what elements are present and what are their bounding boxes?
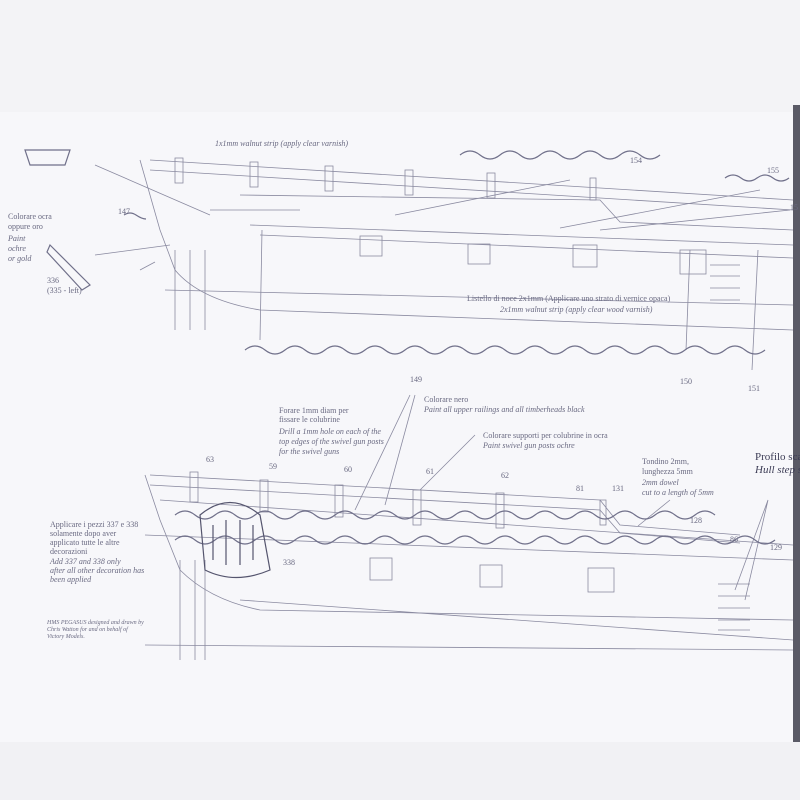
part-129: 129 (770, 543, 782, 552)
part-336: 336 (47, 276, 59, 285)
part-62: 62 (501, 471, 509, 480)
dowel-en-2: cut to a length of 5mm (642, 488, 714, 497)
paint-label-en-2: ochre (8, 244, 26, 253)
sheet-edge (793, 105, 800, 745)
part-81: 81 (576, 484, 584, 493)
apply-it-2: solamente dopo aver (50, 529, 117, 538)
strip-label-it: Listello di noce 2x1mm (Applicare uno st… (467, 294, 671, 303)
part-155: 155 (767, 166, 779, 175)
plan-sheet (0, 112, 793, 742)
paint-label-en-1: Paint (8, 234, 26, 243)
dowel-it-2: lunghezza 5mm (642, 467, 693, 476)
part-60: 60 (344, 465, 352, 474)
apply-it-3: applicato tutte le altre (50, 538, 120, 547)
part-128: 128 (690, 516, 702, 525)
drill-en-2: top edges of the swivel gun posts (279, 437, 384, 446)
black-paint-it: Colorare nero (424, 395, 469, 404)
credit-3: Victory Models. (47, 634, 85, 640)
apply-en-1: Add 337 and 338 only (50, 557, 121, 566)
paint-label-en-3: or gold (8, 254, 32, 263)
credit-2: Chris Watton for and on behalf of (47, 627, 128, 633)
dowel-it-1: Tondino 2mm, (642, 457, 689, 466)
posts-paint-en: Paint swivel gun posts ochre (483, 441, 575, 450)
part-336-note: (335 - left) (47, 286, 82, 295)
part-149: 149 (410, 375, 422, 384)
part-15x: 15 (790, 203, 798, 212)
part-131: 131 (612, 484, 624, 493)
part-86: 86 (730, 535, 738, 544)
walnut-strip-top-label: 1x1mm walnut strip (apply clear varnish) (215, 139, 349, 148)
upper-hull-profile (94, 157, 794, 371)
black-paint-en: Paint all upper railings and all timberh… (424, 405, 585, 414)
lower-hull-profile (144, 394, 794, 660)
paint-label-it-2: oppure oro (8, 222, 43, 231)
dowel-en-1: 2mm dowel (642, 478, 679, 487)
lower-decoration-band (174, 510, 776, 545)
paint-label-it-1: Colorare ocra (8, 212, 52, 221)
part-147: 147 (118, 207, 130, 216)
stern-window-338 (199, 502, 271, 579)
posts-paint-it: Colorare supporti per colubrine in ocra (483, 431, 608, 440)
apply-en-2: after all other decoration has (50, 566, 145, 575)
part-63: 63 (206, 455, 214, 464)
drill-en-1: Drill a 1mm hole on each of the (279, 427, 381, 436)
upper-decoration-strips (24, 149, 790, 355)
profile-title-it: Profilo sca (755, 451, 800, 463)
apply-en-3: been applied (50, 575, 92, 584)
apply-it-4: decorazioni (50, 547, 88, 556)
strip-label-en: 2x1mm walnut strip (apply clear wood var… (500, 305, 653, 314)
drill-it-1: Forare 1mm diam per (279, 406, 349, 415)
part-338: 338 (283, 558, 295, 567)
drill-it-2: fissare le colubrine (279, 415, 340, 424)
part-59: 59 (269, 462, 277, 471)
part-61: 61 (426, 467, 434, 476)
apply-it-1: Applicare i pezzi 337 e 338 (50, 520, 139, 529)
part-151: 151 (748, 384, 760, 393)
drill-en-3: for the swivel guns (279, 447, 340, 456)
part-150: 150 (680, 377, 692, 386)
table-surface (0, 742, 800, 800)
credit-1: HMS PEGASUS designed and drawn by (47, 620, 144, 626)
profile-title-en: Hull step s (755, 464, 800, 476)
part-154: 154 (630, 156, 642, 165)
